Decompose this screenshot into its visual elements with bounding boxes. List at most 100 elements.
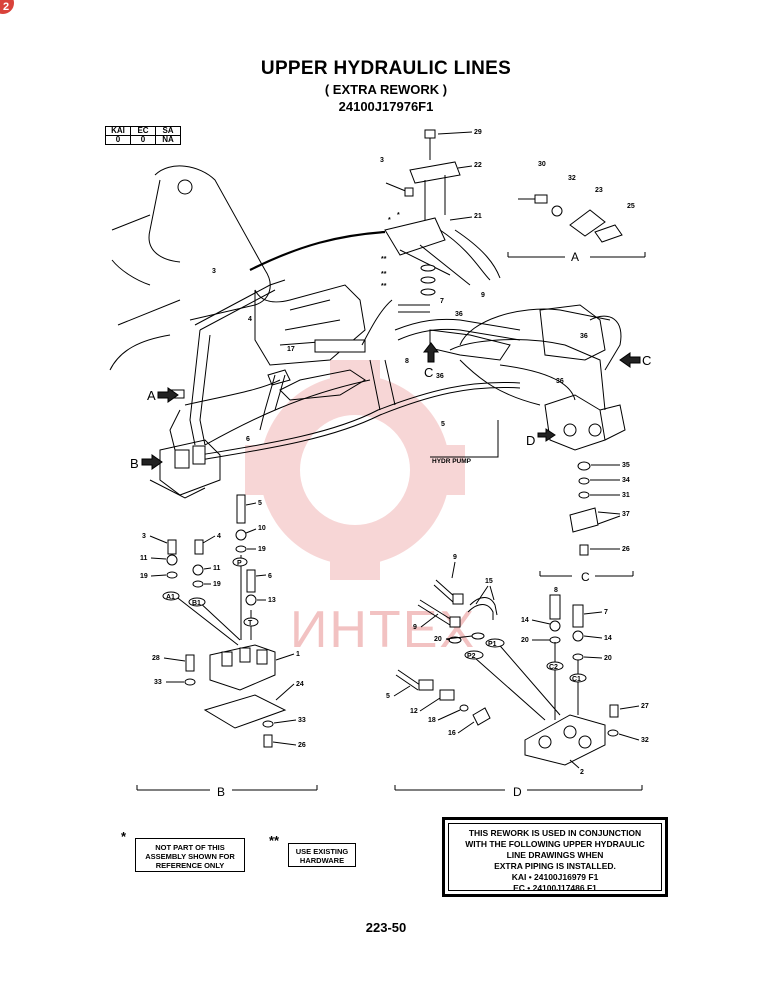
section-label-a: A bbox=[571, 250, 579, 264]
star-double-2: ** bbox=[381, 271, 387, 278]
callout-18: 18 bbox=[428, 717, 436, 724]
callout-11-a: 11 bbox=[140, 555, 148, 562]
callout-36-a: 36 bbox=[455, 311, 463, 318]
view-arrow-c-left-label: C bbox=[424, 365, 433, 380]
section-label-b: B bbox=[217, 785, 225, 799]
watermark-text: ИНТЕХ bbox=[290, 601, 477, 659]
callout-20-a: 20 bbox=[434, 636, 442, 643]
callout-24: 24 bbox=[296, 681, 304, 688]
view-arrow-c-left: C bbox=[422, 342, 440, 380]
rework-note-inner: THIS REWORK IS USED IN CONJUNCTION WITH … bbox=[448, 823, 662, 893]
callout-35: 35 bbox=[622, 462, 630, 469]
value-sa: NA bbox=[155, 135, 181, 145]
callout-1: 1 bbox=[296, 651, 300, 658]
callout-33-b: 33 bbox=[298, 717, 306, 724]
hydr-pump-label: HYDR PUMP bbox=[432, 458, 472, 465]
page-title: UPPER HYDRAULIC LINES bbox=[260, 58, 512, 79]
rework-line-3: LINE DRAWINGS WHEN bbox=[506, 850, 604, 860]
rework-line-6: EC • 24100J17486 F1 bbox=[513, 883, 597, 893]
callout-6-b: 6 bbox=[268, 573, 272, 580]
callout-36-d: 36 bbox=[556, 378, 564, 385]
callout-14-b: 14 bbox=[604, 635, 612, 642]
callout-13: 13 bbox=[268, 597, 276, 604]
callout-3-left: 3 bbox=[212, 268, 216, 275]
callout-19-c: 19 bbox=[213, 581, 221, 588]
callout-27: 27 bbox=[641, 703, 649, 710]
main-assembly bbox=[109, 129, 626, 499]
callout-26-c: 26 bbox=[622, 546, 630, 553]
callout-10: 10 bbox=[258, 525, 266, 532]
callout-3-b: 3 bbox=[142, 533, 146, 540]
callout-20-c: 20 bbox=[604, 655, 612, 662]
port-tag-a1: A1 bbox=[166, 594, 175, 601]
section-b: 5 10 19 3 4 11 11 19 19 6 13 28 1 33 24 … bbox=[136, 494, 318, 799]
port-tag-c1: C1 bbox=[572, 676, 581, 683]
callout-17: 17 bbox=[287, 346, 295, 353]
drawing-number: 24100J17976F1 bbox=[338, 99, 434, 114]
callout-6: 6 bbox=[246, 436, 250, 443]
watermark-gear bbox=[245, 360, 465, 580]
star-double-1: ** bbox=[381, 256, 387, 263]
callout-25: 25 bbox=[627, 203, 635, 210]
view-arrow-b: B bbox=[130, 454, 163, 471]
callout-5: 5 bbox=[441, 421, 445, 428]
view-arrow-d: D bbox=[526, 428, 556, 448]
callout-23: 23 bbox=[595, 187, 603, 194]
reference-note: NOT PART OF THIS ASSEMBLY SHOWN FOR REFE… bbox=[135, 838, 245, 872]
applicability-table: KAI EC SA 0 0 NA bbox=[105, 126, 181, 145]
callout-9-d-a: 9 bbox=[453, 554, 457, 561]
callout-7: 7 bbox=[440, 298, 444, 305]
port-tag-p: P bbox=[237, 560, 242, 567]
callout-5-d: 5 bbox=[386, 693, 390, 700]
callout-36-b: 36 bbox=[580, 333, 588, 340]
callout-7-d: 7 bbox=[604, 609, 608, 616]
view-arrow-a-label: A bbox=[147, 388, 156, 403]
callout-34: 34 bbox=[622, 477, 630, 484]
callout-26-b: 26 bbox=[298, 742, 306, 749]
corner-badge-label: 2 bbox=[3, 1, 10, 13]
view-arrow-d-label: D bbox=[526, 433, 535, 448]
callout-32-d: 32 bbox=[641, 737, 649, 744]
port-tag-p1: P1 bbox=[488, 641, 497, 648]
section-label-d: D bbox=[513, 785, 522, 799]
rework-line-2: WITH THE FOLLOWING UPPER HYDRAULIC bbox=[465, 839, 645, 849]
callout-37: 37 bbox=[622, 511, 630, 518]
hardware-note: USE EXISTING HARDWARE bbox=[288, 843, 356, 867]
rework-line-1: THIS REWORK IS USED IN CONJUNCTION bbox=[468, 828, 642, 838]
section-d: 9 15 9 8 7 14 14 20 20 20 5 12 18 16 27 … bbox=[386, 554, 649, 799]
callout-9: 9 bbox=[481, 292, 485, 299]
rework-note-box: THIS REWORK IS USED IN CONJUNCTION WITH … bbox=[442, 817, 668, 897]
callout-8-d: 8 bbox=[554, 587, 558, 594]
applicability-value-row: 0 0 NA bbox=[105, 135, 181, 145]
view-arrow-a: A bbox=[147, 387, 179, 403]
rework-line-5: KAI • 24100J16979 F1 bbox=[511, 872, 599, 882]
star-single-note-marker: * bbox=[121, 829, 127, 844]
view-arrow-c-right-label: C bbox=[642, 353, 651, 368]
page-subtitle: ( EXTRA REWORK ) bbox=[324, 82, 448, 97]
callout-16: 16 bbox=[448, 730, 456, 737]
callout-9-d-b: 9 bbox=[413, 624, 417, 631]
port-tag-b1: B1 bbox=[192, 600, 201, 607]
corner-badge: 2 bbox=[0, 0, 14, 14]
callout-8: 8 bbox=[405, 358, 409, 365]
callout-28: 28 bbox=[152, 655, 160, 662]
callout-19-a: 19 bbox=[258, 546, 266, 553]
callout-29: 29 bbox=[474, 129, 482, 136]
callout-30: 30 bbox=[538, 161, 546, 168]
callout-36-c: 36 bbox=[436, 373, 444, 380]
callout-4: 4 bbox=[248, 316, 252, 323]
section-label-c: C bbox=[581, 570, 590, 584]
star-double-3: ** bbox=[381, 283, 387, 290]
callout-19-b: 19 bbox=[140, 573, 148, 580]
section-c: 35 34 31 37 26 C bbox=[539, 461, 634, 584]
star-double-note-marker: ** bbox=[269, 833, 280, 848]
callout-20-b: 20 bbox=[521, 637, 529, 644]
callout-14-a: 14 bbox=[521, 617, 529, 624]
callout-11-b: 11 bbox=[213, 565, 221, 572]
port-tag-p2: P2 bbox=[467, 653, 476, 660]
callout-33-a: 33 bbox=[154, 679, 162, 686]
page-number: 223-50 bbox=[365, 920, 407, 935]
callout-5-b: 5 bbox=[258, 500, 262, 507]
callout-2: 2 bbox=[580, 769, 584, 776]
